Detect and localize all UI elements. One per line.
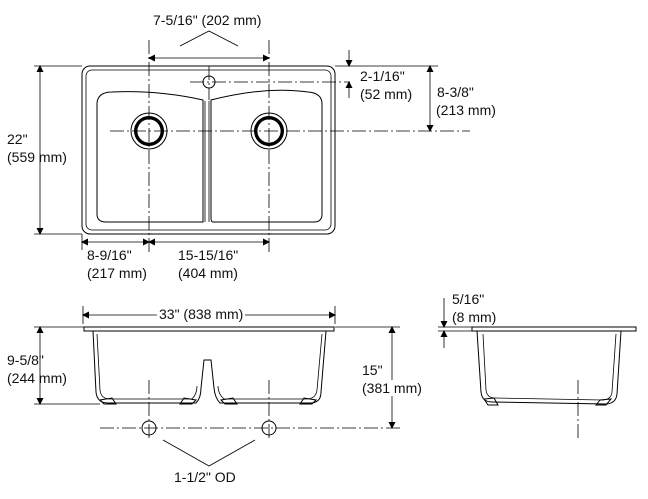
label-left-drain-in: 8-9/16" [87, 247, 132, 263]
side-foot-left [483, 397, 499, 406]
left-bowl [96, 91, 204, 223]
label-drain-od: 1-1/2" OD [174, 469, 236, 485]
label-depth-mm: (559 mm) [7, 149, 67, 165]
foot-4 [299, 397, 318, 405]
label-drain-from-back-mm: (213 mm) [436, 102, 496, 118]
foot-1 [98, 397, 117, 405]
label-rim-in: 5/16" [452, 291, 485, 307]
foot-2 [179, 397, 198, 405]
sink-outline-inner [85, 69, 332, 231]
top-view [34, 30, 470, 252]
od-leader [162, 439, 256, 467]
side-rim [471, 326, 637, 332]
dim-top-leader [179, 30, 239, 47]
front-rim [83, 326, 335, 332]
label-depth-in: 22" [7, 131, 28, 147]
side-view [438, 298, 637, 438]
label-bowl-depth-in: 9-5/8" [7, 352, 44, 368]
label-drain-spacing-mm: (404 mm) [178, 265, 238, 281]
front-left-drain-od [141, 420, 157, 436]
label-total-height-mm: (381 mm) [362, 380, 422, 396]
front-right-drain-od [261, 420, 277, 436]
label-faucet-offset-in: 2-1/16" [360, 68, 405, 84]
label-faucet-offset-mm: (52 mm) [360, 86, 413, 102]
label-drain-from-back-in: 8-3/8" [437, 84, 474, 100]
front-left-bowl-inner [96, 333, 198, 400]
label-drain-spacing-in: 15-15/16" [178, 247, 239, 263]
right-bowl [210, 89, 323, 223]
front-right-bowl-inner [217, 333, 323, 400]
sink-outline-outer [81, 65, 336, 235]
side-bowl-inner [482, 333, 617, 401]
side-bowl [476, 330, 622, 405]
front-bowls [92, 330, 327, 404]
label-left-drain-mm: (217 mm) [87, 265, 147, 281]
label-overall-width: 33" (838 mm) [157, 306, 246, 322]
front-view [34, 306, 400, 467]
side-foot-right [594, 398, 613, 406]
foot-3 [219, 397, 238, 405]
label-total-height-in: 15" [362, 362, 383, 378]
label-bowl-depth-mm: (244 mm) [7, 370, 67, 386]
label-rim-mm: (8 mm) [452, 309, 497, 325]
label-top-width: 7-5/16" (202 mm) [153, 12, 262, 28]
